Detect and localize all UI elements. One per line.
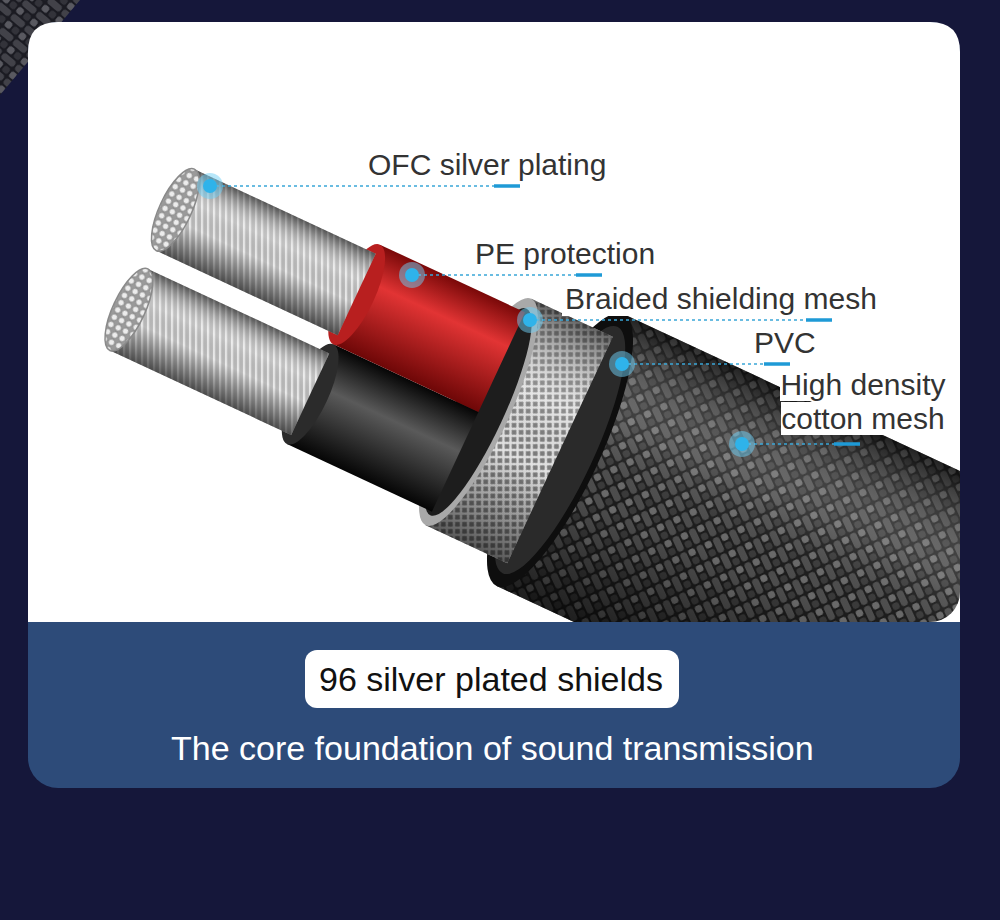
accent-bar — [834, 442, 860, 446]
leader-line — [622, 363, 790, 365]
cable-drawing — [74, 117, 960, 622]
callout-dot — [735, 437, 749, 451]
accent-bar — [494, 184, 520, 188]
callout-dot — [203, 179, 217, 193]
highlight-pill: 96 silver plated shields — [305, 650, 679, 708]
illustration-part — [74, 117, 960, 622]
accent-bar — [576, 273, 602, 277]
callout-dot-glow — [609, 351, 635, 377]
part-label: PE protection — [472, 237, 658, 271]
part-label: Braided shielding mesh — [562, 282, 880, 316]
leader-line — [412, 274, 602, 276]
callout-dot-glow — [517, 307, 543, 333]
callout-dot — [615, 357, 629, 371]
caption-band — [28, 22, 960, 788]
part-label: OFC silver plating — [365, 148, 609, 182]
pill-text: 96 silver plated shields — [319, 658, 663, 700]
label-holder: High density cotton mesh — [760, 368, 966, 436]
caption-text: The core foundation of sound transmissio… — [171, 728, 814, 768]
lower-conductor-face — [95, 262, 162, 357]
leader-line — [742, 443, 860, 445]
callout-dot-glow — [197, 173, 223, 199]
callout-dot — [523, 313, 537, 327]
callout-dot-glow — [399, 262, 425, 288]
accent-bar — [764, 362, 790, 366]
accent-bar — [806, 318, 832, 322]
leader-line — [210, 185, 520, 187]
callout-dot-glow — [729, 431, 755, 457]
part-label: PVC — [751, 326, 819, 360]
part-label: High density cotton mesh — [780, 368, 945, 435]
callout-dot — [405, 268, 419, 282]
upper-conductor-face — [142, 162, 209, 257]
leader-line — [530, 319, 832, 321]
